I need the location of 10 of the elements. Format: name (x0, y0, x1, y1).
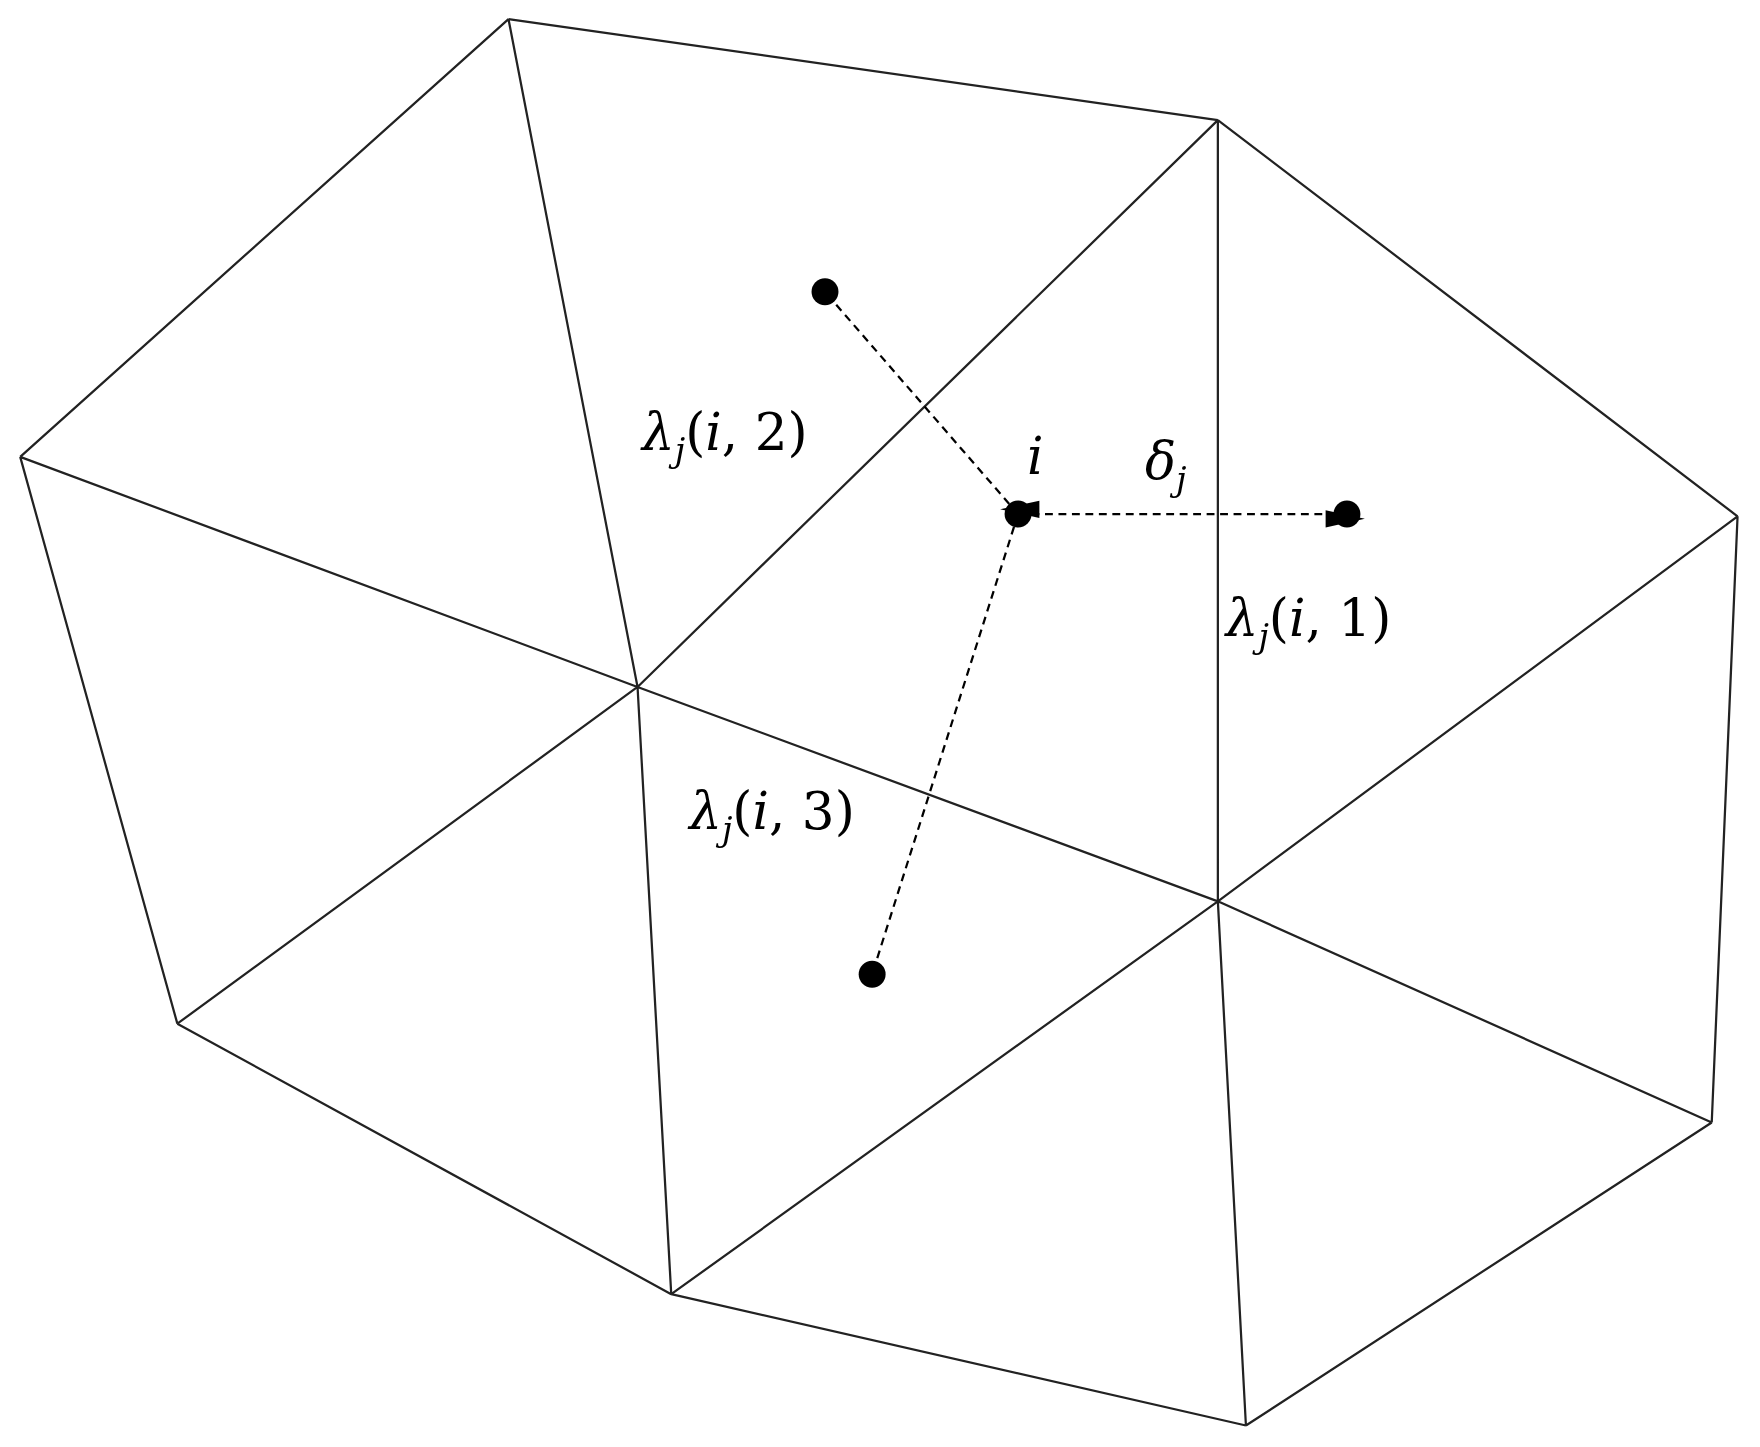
edge-length-label: λ$_{j}$(i, 2) (642, 406, 808, 468)
point-dot (1333, 500, 1361, 528)
edge-label: δ$_{j}$ (1144, 435, 1187, 497)
point-dot (1004, 500, 1032, 528)
point-dot (811, 278, 839, 306)
double-arrow (1000, 500, 1365, 528)
edge-length-label: λ$_{j}$(i, 1) (1225, 592, 1392, 654)
point-dot (858, 960, 886, 988)
point-label: i (1027, 429, 1044, 482)
edge-length-label: λ$_{j}$(i, 3) (689, 785, 855, 847)
